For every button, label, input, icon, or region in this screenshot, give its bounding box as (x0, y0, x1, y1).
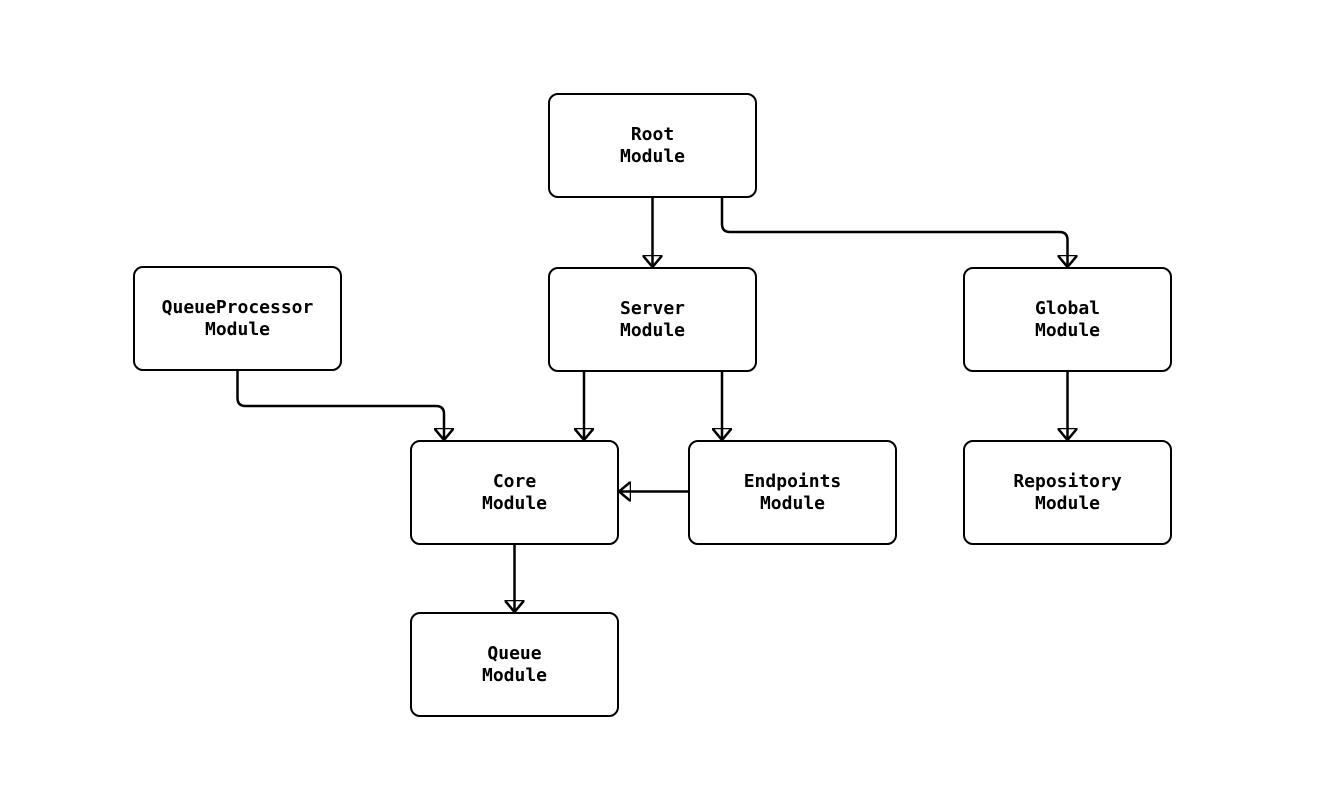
node-endpoints-module-label: Endpoints Module (743, 470, 842, 514)
node-queue-module: Queue Module (410, 612, 619, 717)
node-queueprocessor-module: QueueProcessor Module (133, 266, 342, 371)
edge-root-to-global (720, 198, 1068, 267)
node-repository-module-label: Repository Module (1013, 470, 1122, 514)
node-queueprocessor-module-label: QueueProcessor Module (161, 296, 314, 340)
node-core-module: Core Module (410, 440, 619, 545)
node-core-module-label: Core Module (481, 470, 548, 514)
node-server-module-label: Server Module (619, 297, 686, 341)
node-root-module: Root Module (548, 93, 757, 198)
node-endpoints-module: Endpoints Module (688, 440, 897, 545)
node-global-module: Global Module (963, 267, 1172, 372)
node-queue-module-label: Queue Module (481, 642, 548, 686)
node-root-module-label: Root Module (619, 123, 686, 167)
node-server-module: Server Module (548, 267, 757, 372)
node-global-module-label: Global Module (1034, 297, 1101, 341)
node-repository-module: Repository Module (963, 440, 1172, 545)
edge-queueprocessor-to-core (236, 371, 445, 440)
